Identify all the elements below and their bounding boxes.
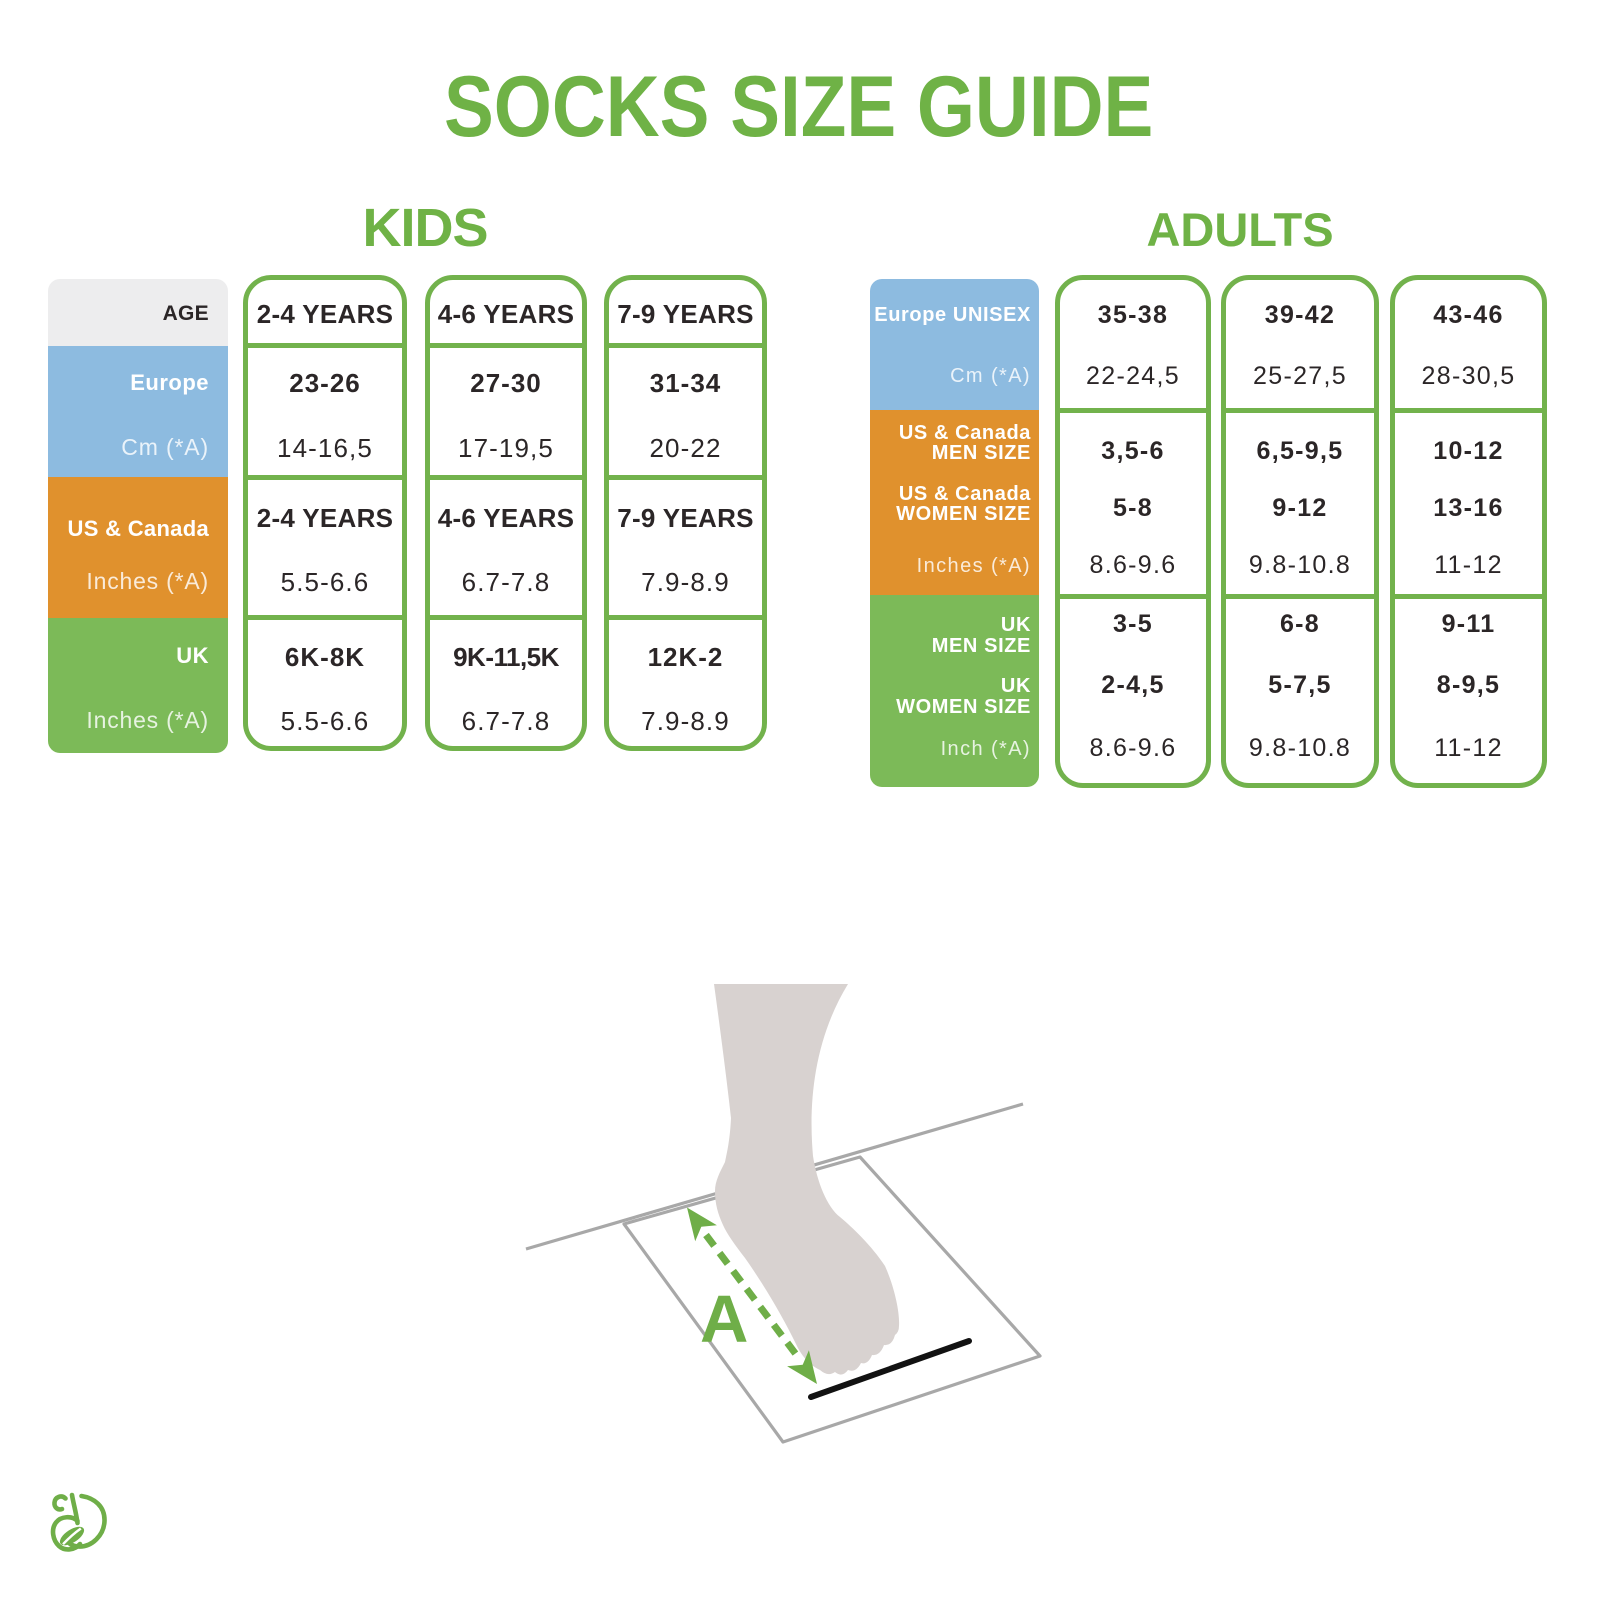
svg-text:A: A — [700, 1282, 748, 1357]
